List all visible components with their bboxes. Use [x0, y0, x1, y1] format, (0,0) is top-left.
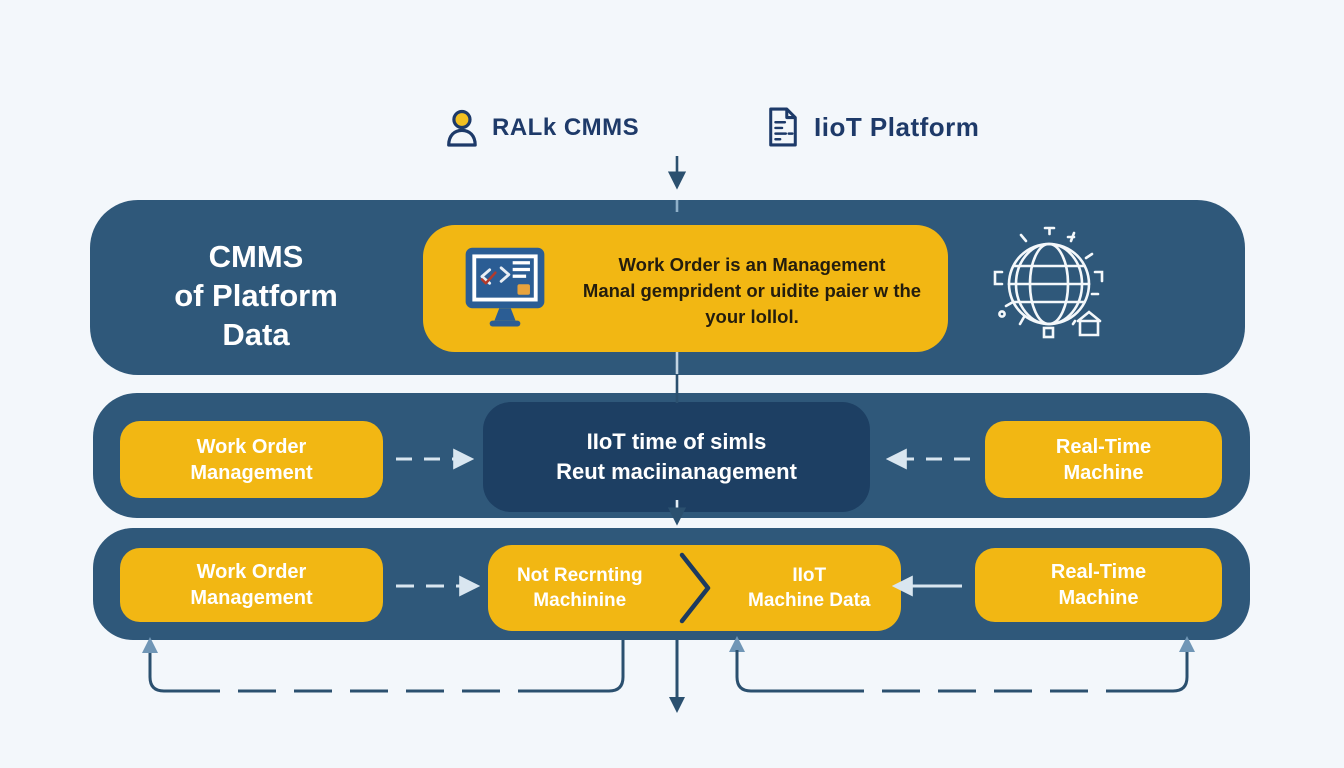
person-icon [447, 109, 477, 147]
chevron-right-icon [672, 551, 718, 625]
center-down-arrowhead [669, 697, 685, 713]
row3-right-line2: Machine [1058, 587, 1139, 609]
header-cmms: RALk CMMS [444, 108, 639, 148]
row3-center-right-line1: IIoT [792, 565, 827, 586]
row2-center-line1: IIoT time of simls [586, 429, 767, 454]
header-iiot: IioT Platform [766, 106, 979, 148]
row2-center-line2: Reut maciinanagement [556, 459, 797, 484]
monitor-icon [465, 247, 545, 327]
card-text-line2: Manal gemprident or uidite paier w the [582, 280, 922, 301]
row2-right-line2: Machine [1063, 461, 1144, 484]
row2-work-order-box: Work Order Management [120, 421, 383, 498]
row1-card-text: Work Order is an Management Manal gempri… [571, 252, 933, 330]
loop-right-solid-left [735, 650, 826, 693]
header-iiot-label: IioT Platform [814, 111, 980, 142]
row1-card: Work Order is an Management Manal gempri… [423, 225, 948, 352]
row3-center-right: IIoT Machine Data [718, 563, 902, 613]
row2-left-line2: Management [190, 461, 313, 484]
row1-title-line3: Data [222, 317, 290, 352]
row3-work-order-box: Work Order Management [120, 548, 383, 622]
globe-icon [993, 226, 1104, 339]
row3-realtime-box: Real-Time Machine [975, 548, 1222, 622]
row1-title-line2: of Platform [174, 278, 338, 313]
row2-center-box: IIoT time of simls Reut maciinanagement [483, 402, 870, 512]
row3-center-left-line2: Machinine [533, 590, 627, 611]
row1-title-line1: CMMS [208, 239, 304, 274]
row1-title: CMMS of Platform Data [128, 237, 384, 354]
row3-center-box: Not Recrnting Machinine IIoT Machine Dat… [488, 545, 901, 631]
card-text-line3: your lollol. [705, 306, 799, 327]
row3-left-line1: Work Order [196, 561, 307, 583]
row2-right-line1: Real-Time [1055, 435, 1152, 458]
row3-left-line2: Management [190, 587, 313, 609]
row3-center-left-line1: Not Recrnting [516, 565, 643, 586]
row2-left-line1: Work Order [196, 435, 307, 458]
row3-center-left: Not Recrnting Machinine [488, 563, 672, 613]
loop-left-solid-right [556, 640, 625, 693]
row2-realtime-box: Real-Time Machine [985, 421, 1222, 498]
document-icon [769, 107, 797, 147]
loop-right-solid-right [1116, 652, 1189, 693]
loop-left-solid-left [148, 652, 204, 693]
row3-right-line1: Real-Time [1050, 561, 1147, 583]
row3-center-right-line2: Machine Data [748, 590, 871, 611]
card-text-line1: Work Order is an Management [618, 254, 886, 275]
header-cmms-label: RALk CMMS [492, 114, 640, 141]
